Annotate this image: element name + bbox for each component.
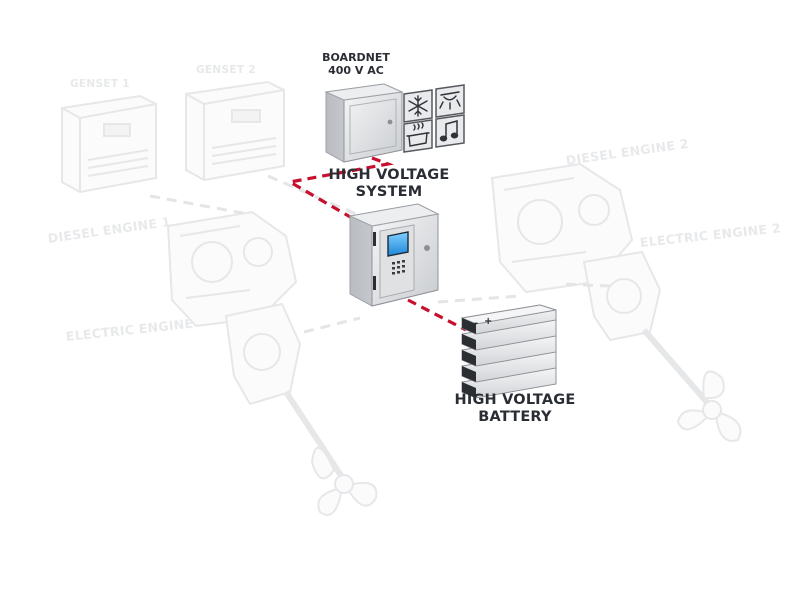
boardnet-label-line2: 400 V AC	[328, 63, 384, 77]
cooking-pot-icon	[403, 119, 433, 153]
hv-battery-label-line2: BATTERY	[478, 408, 552, 425]
snowflake-icon	[403, 89, 433, 123]
boardnet-label-line1: BOARDNET	[322, 51, 390, 64]
hv-system-label: HIGH VOLTAGE SYSTEM	[326, 167, 452, 200]
battery-terminal-minus: -	[474, 318, 478, 329]
genset-1-label: GENSET 1	[70, 78, 130, 90]
genset-1-unit	[61, 94, 157, 194]
genset-2-label: GENSET 2	[196, 64, 256, 76]
hv-system-label-line1: HIGH VOLTAGE	[328, 167, 450, 183]
faded-connections	[149, 174, 611, 334]
boardnet-label: BOARDNET 400 V AC	[316, 51, 396, 77]
diesel-engine-1-unit	[166, 210, 298, 328]
lamp-icon	[435, 84, 465, 118]
hv-keypad	[392, 260, 405, 275]
faded-components	[61, 80, 742, 516]
music-note-icon	[435, 114, 465, 148]
hv-link-boardnet	[285, 156, 394, 220]
hv-connections	[285, 156, 467, 332]
boardnet-cabinet	[324, 83, 404, 163]
hv-display-screen	[387, 231, 409, 257]
consumer-tiles	[403, 84, 465, 153]
hv-battery-stack: - +	[460, 304, 557, 399]
hv-link-battery	[407, 298, 467, 332]
electric-engine-2-unit	[582, 250, 662, 342]
hv-battery-label: HIGH VOLTAGE BATTERY	[452, 392, 578, 425]
hv-battery-label-line1: HIGH VOLTAGE	[454, 392, 576, 408]
genset-2-unit	[185, 80, 285, 182]
hv-system-cabinet	[348, 203, 440, 307]
propeller-left	[283, 390, 378, 516]
battery-module	[460, 304, 557, 335]
battery-terminal-plus: +	[484, 316, 492, 327]
hv-system-label-line2: SYSTEM	[355, 183, 423, 200]
electric-engine-1-unit	[224, 302, 302, 406]
propeller-right	[641, 328, 742, 442]
